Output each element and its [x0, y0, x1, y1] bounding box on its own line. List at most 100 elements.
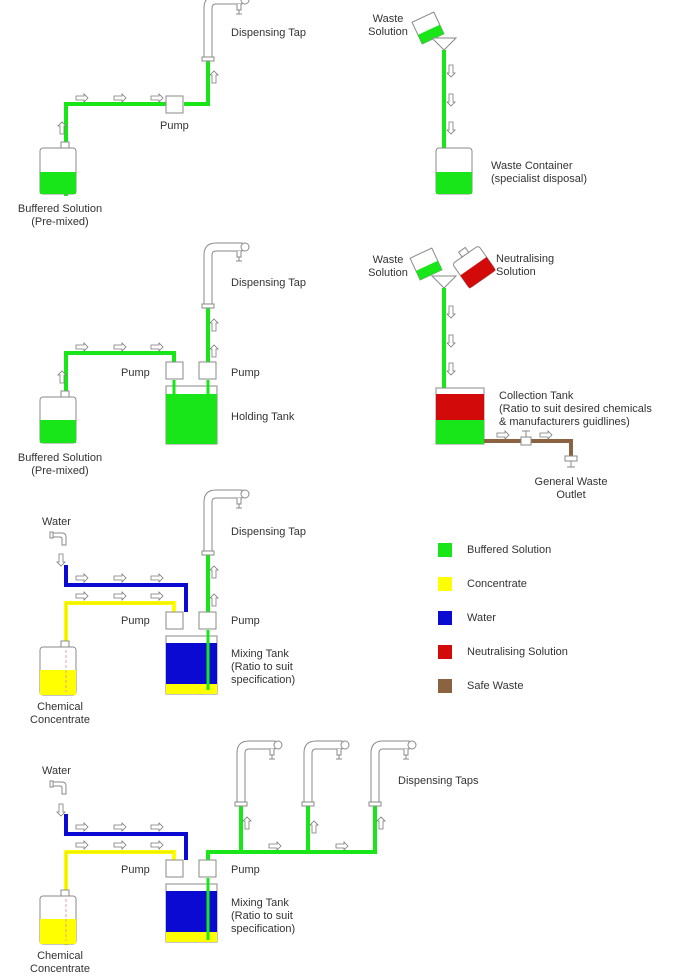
pipe-safe-waste	[484, 439, 573, 458]
pipe-distribution	[206, 803, 377, 860]
dispensing-taps-label: Dispensing Taps	[398, 775, 479, 787]
holding-tank-label: Holding Tank	[231, 411, 295, 423]
flow-arrow-icon	[150, 840, 164, 850]
water-tap-icon	[49, 780, 67, 795]
flow-arrow-icon	[75, 342, 89, 352]
flow-arrow-icon	[150, 822, 164, 832]
flow-arrow-icon	[113, 93, 127, 103]
dispensing-tap-label: Dispensing Tap	[231, 526, 307, 538]
flow-arrow-icon	[56, 553, 66, 567]
buffered-solution-label: Buffered Solution(Pre-mixed)	[17, 203, 103, 228]
pump-icon	[198, 859, 217, 878]
pump-label: Pump	[231, 864, 260, 876]
flow-arrow-icon	[113, 822, 127, 832]
pump-label: Pump	[160, 120, 189, 132]
legend-swatch	[438, 577, 452, 591]
flow-arrow-icon	[309, 820, 319, 834]
mixing-tank-icon	[165, 878, 218, 943]
pump-icon	[165, 859, 184, 878]
flow-arrow-icon	[335, 841, 349, 851]
flow-arrow-icon	[113, 342, 127, 352]
dispensing-tap-label: Dispensing Tap	[231, 27, 307, 39]
outlet-icon	[564, 455, 578, 468]
mixing-tank-icon	[165, 630, 218, 695]
flow-arrow-icon	[150, 342, 164, 352]
legend-label: Buffered Solution	[467, 544, 552, 556]
flow-arrow-icon	[209, 344, 219, 358]
flow-arrow-icon	[446, 64, 456, 78]
dispensing-tap-icon	[201, 242, 250, 309]
pump-icon	[165, 95, 184, 114]
flow-arrow-icon	[150, 591, 164, 601]
panel-5-mixing-tank	[39, 489, 250, 696]
legend-swatch	[438, 679, 452, 693]
panel-1-buffered-supply	[39, 0, 250, 196]
waste-container-icon	[435, 147, 473, 195]
water-tap-icon	[49, 531, 67, 546]
panel-6-multi-tap	[39, 740, 417, 945]
legend-swatch	[438, 611, 452, 625]
flow-arrow-icon	[113, 840, 127, 850]
legend-label: Concentrate	[467, 578, 527, 590]
pump-label: Pump	[121, 367, 150, 379]
flow-arrow-icon	[150, 93, 164, 103]
flow-arrow-icon	[56, 803, 66, 817]
legend-swatch	[438, 543, 452, 557]
dispensing-tap-icon	[368, 740, 417, 807]
chemical-bottle-icon	[39, 889, 77, 945]
flow-arrow-icon	[75, 573, 89, 583]
flow-arrow-icon	[75, 591, 89, 601]
flow-arrow-icon	[209, 70, 219, 84]
pump-icon	[198, 611, 217, 630]
pipe-supply	[64, 102, 170, 196]
pipe-water	[64, 565, 188, 612]
bottle-icon	[39, 390, 77, 444]
valve-icon	[520, 430, 532, 446]
legend-label: Neutralising Solution	[467, 646, 568, 658]
flow-arrow-icon	[446, 334, 456, 348]
collection-tank-label: Collection Tank(Ratio to suit desired ch…	[499, 390, 652, 428]
holding-tank-icon	[165, 380, 218, 445]
dispensing-tap-icon	[234, 740, 283, 807]
flow-arrow-icon	[446, 305, 456, 319]
legend-label: Water	[467, 612, 496, 624]
legend-swatch	[438, 645, 452, 659]
flow-arrow-icon	[268, 841, 282, 851]
dispensing-tap-icon	[301, 740, 350, 807]
pipe-supply	[64, 351, 176, 440]
flow-arrow-icon	[446, 121, 456, 135]
panel-4-collection-tank	[409, 246, 578, 468]
dispensing-tap-label: Dispensing Tap	[231, 277, 307, 289]
pump-icon	[165, 361, 184, 380]
panel-3-holding-tank	[39, 242, 250, 445]
pipe-water	[64, 814, 188, 860]
pump-label: Pump	[231, 615, 260, 627]
pump-label: Pump	[121, 615, 150, 627]
legend-label: Safe Waste	[467, 680, 524, 692]
flow-arrow-icon	[209, 565, 219, 579]
flow-arrow-icon	[150, 573, 164, 583]
neutralising-bottle-icon	[452, 246, 496, 289]
flow-arrow-icon	[446, 93, 456, 107]
flow-arrow-icon	[75, 822, 89, 832]
flow-arrow-icon	[113, 573, 127, 583]
funnel-icon	[430, 37, 458, 51]
flow-arrow-icon	[539, 430, 553, 440]
pipe-to-tap	[184, 58, 210, 106]
pump-icon	[165, 611, 184, 630]
panel-2-waste-disposal	[411, 11, 473, 195]
waste-beaker-icon	[409, 247, 443, 281]
pipe-concentrate	[64, 601, 176, 695]
water-label: Water	[42, 765, 71, 777]
waste-beaker-icon	[411, 11, 445, 45]
buffered-solution-label: Buffered Solution(Pre-mixed)	[17, 452, 103, 477]
